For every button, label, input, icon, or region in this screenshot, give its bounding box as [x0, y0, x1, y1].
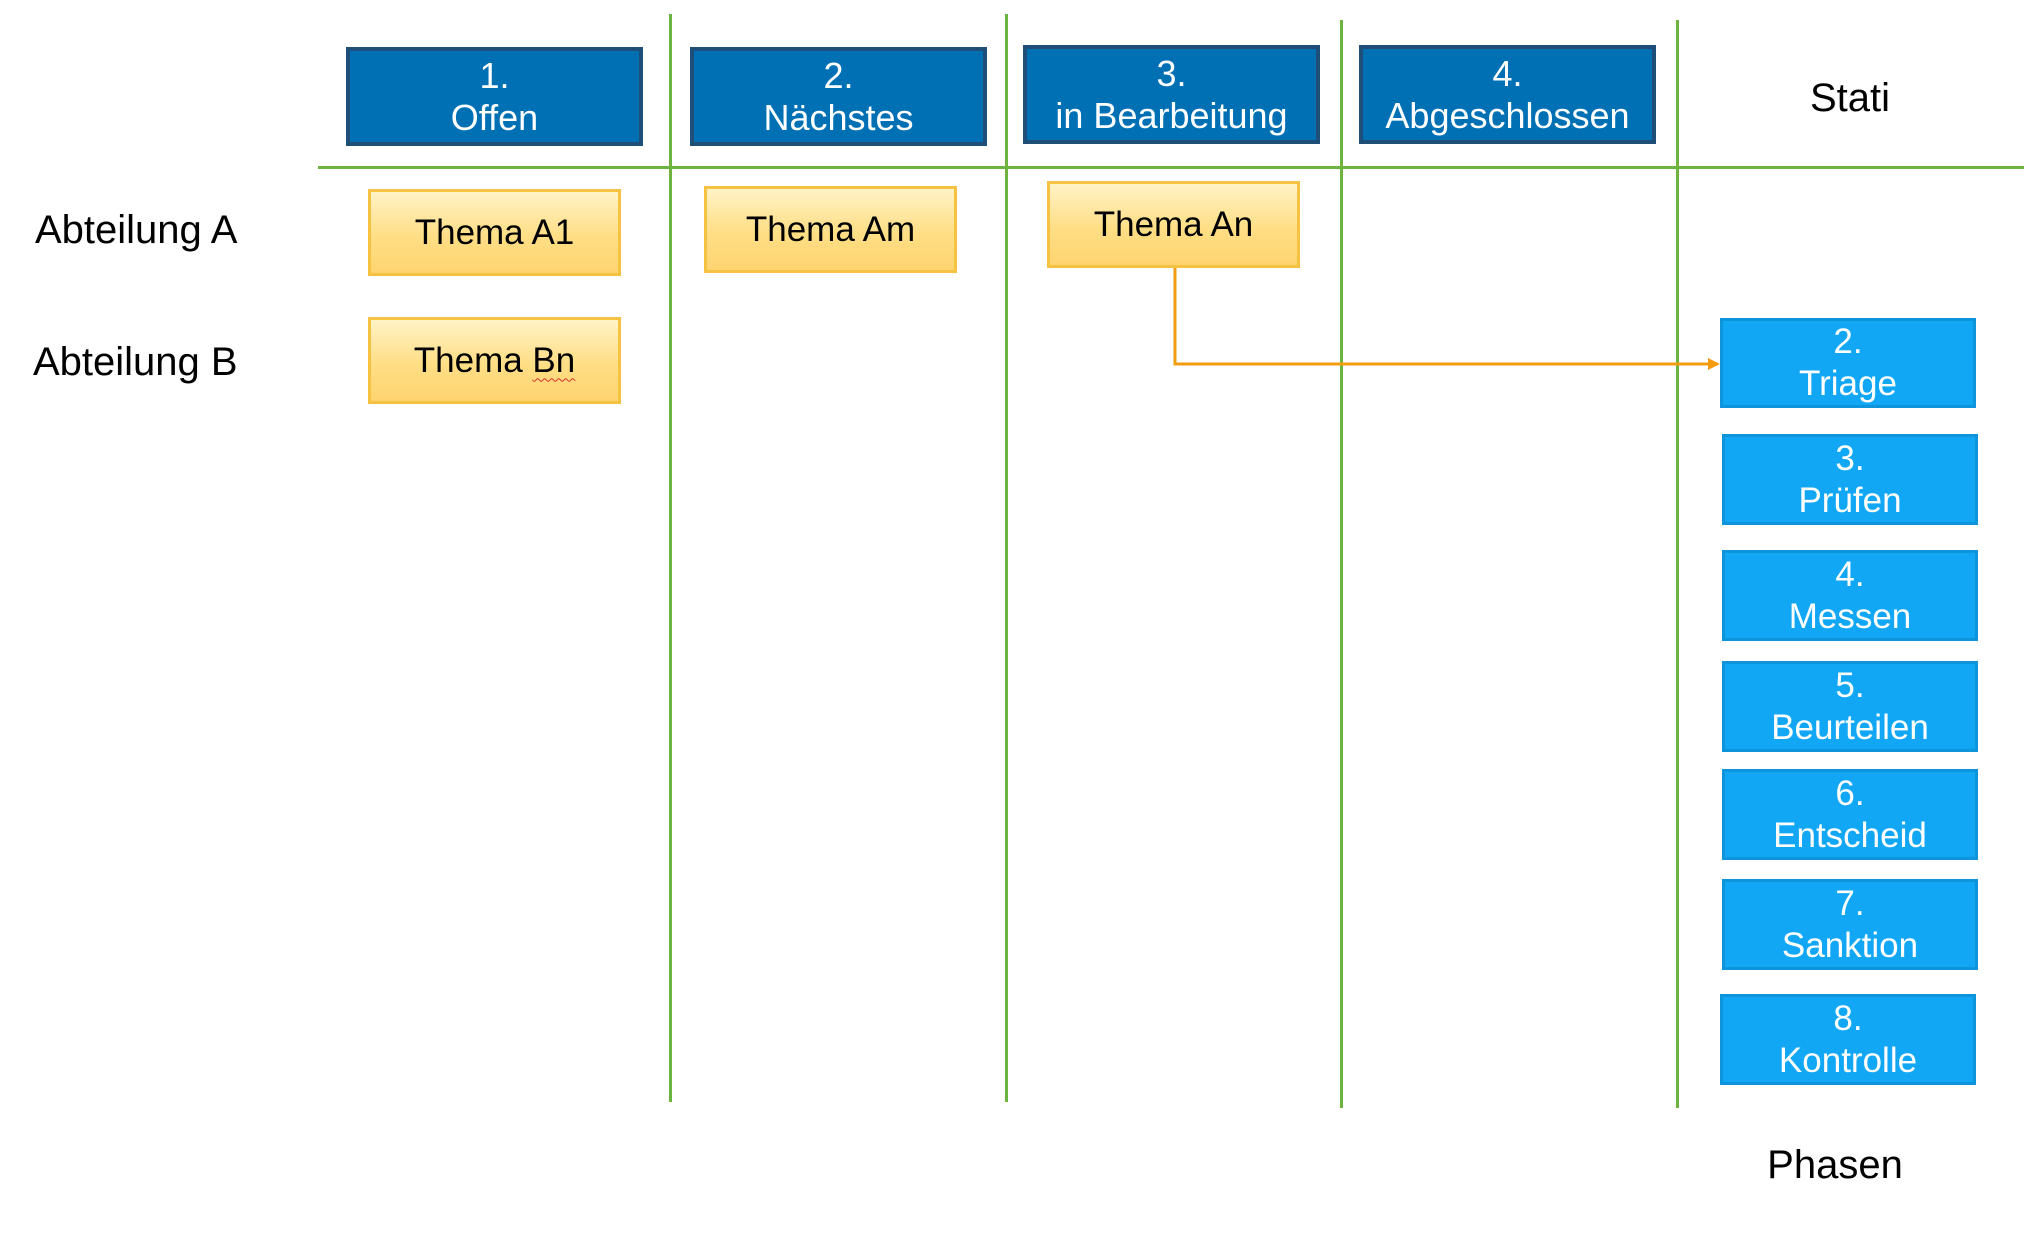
topic-card-label: Thema A1	[414, 212, 575, 252]
header-divider	[318, 166, 2024, 169]
phase-number: 6.	[1835, 773, 1865, 813]
column-header-label: Abgeschlossen	[1385, 94, 1630, 136]
phase-messen[interactable]: 4. Messen	[1722, 550, 1978, 641]
connector-arrow-line	[1173, 268, 1720, 370]
phase-number: 5.	[1835, 665, 1865, 705]
column-header-offen: 1. Offen	[346, 47, 643, 146]
phase-label: Sanktion	[1781, 925, 1919, 965]
topic-card-thema-am[interactable]: Thema Am	[704, 186, 957, 273]
topic-card-thema-an[interactable]: Thema An	[1047, 181, 1300, 268]
topic-card-thema-bn[interactable]: Thema Bn	[368, 317, 621, 404]
column-header-label: Nächstes	[763, 96, 914, 138]
phase-label: Prüfen	[1798, 480, 1902, 520]
phase-label: Beurteilen	[1771, 707, 1929, 747]
column-header-number: 3.	[1156, 52, 1187, 94]
topic-card-label: Thema Bn	[413, 340, 576, 380]
phase-number: 8.	[1833, 998, 1863, 1038]
column-divider-1	[669, 14, 672, 1102]
phase-label: Kontrolle	[1778, 1040, 1918, 1080]
column-header-label: in Bearbeitung	[1055, 94, 1288, 136]
phase-label: Entscheid	[1773, 815, 1927, 855]
column-header-number: 2.	[823, 54, 854, 96]
phasen-label: Phasen	[1767, 1143, 1903, 1187]
column-divider-2	[1005, 14, 1008, 1102]
phase-entscheid[interactable]: 6. Entscheid	[1722, 769, 1978, 860]
spellcheck-squiggle: Bn	[532, 340, 576, 380]
phase-number: 3.	[1835, 438, 1865, 478]
phase-triage[interactable]: 2. Triage	[1720, 318, 1976, 408]
column-header-number: 1.	[479, 54, 510, 96]
phase-label: Messen	[1788, 596, 1912, 636]
column-header-number: 4.	[1492, 52, 1523, 94]
phase-number: 4.	[1835, 554, 1865, 594]
phase-beurteilen[interactable]: 5. Beurteilen	[1722, 661, 1978, 752]
column-divider-3	[1340, 20, 1343, 1108]
phase-number: 2.	[1833, 322, 1863, 361]
phase-sanktion[interactable]: 7. Sanktion	[1722, 879, 1978, 970]
column-header-in-bearbeitung: 3. in Bearbeitung	[1023, 45, 1320, 144]
topic-card-label: Thema An	[1093, 204, 1254, 244]
column-divider-4	[1676, 20, 1679, 1108]
row-label-abteilung-a: Abteilung A	[35, 208, 238, 252]
row-label-abteilung-b: Abteilung B	[33, 340, 238, 384]
topic-card-label: Thema Am	[745, 209, 916, 249]
phase-pruefen[interactable]: 3. Prüfen	[1722, 434, 1978, 525]
column-header-abgeschlossen: 4. Abgeschlossen	[1359, 45, 1656, 144]
column-header-naechstes: 2. Nächstes	[690, 47, 987, 146]
column-header-label: Offen	[450, 96, 539, 138]
phase-label: Triage	[1799, 364, 1897, 403]
phase-kontrolle[interactable]: 8. Kontrolle	[1720, 994, 1976, 1085]
phase-number: 7.	[1835, 883, 1865, 923]
stati-label: Stati	[1809, 76, 1891, 120]
topic-card-thema-a1[interactable]: Thema A1	[368, 189, 621, 276]
